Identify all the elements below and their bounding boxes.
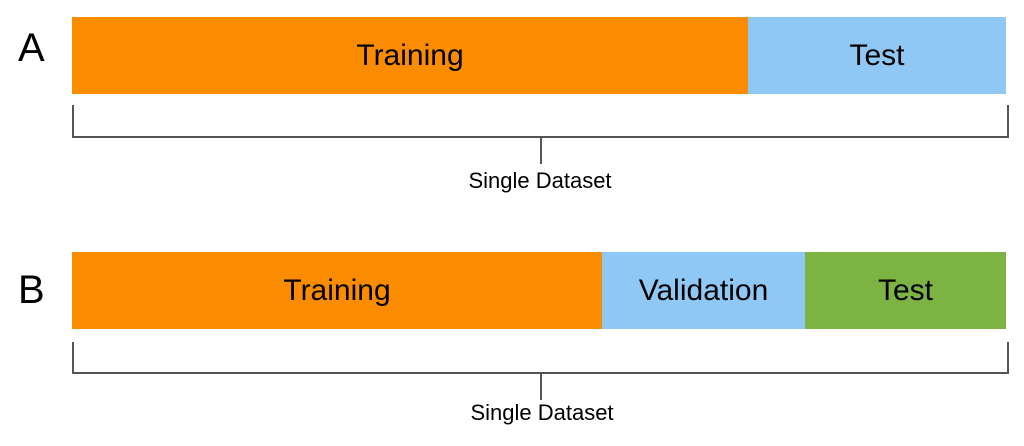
segment-validation: Validation xyxy=(602,252,805,329)
panel-b-label: B xyxy=(18,268,45,312)
panel-a-bracket xyxy=(72,105,1009,138)
segment-training: Training xyxy=(72,252,602,329)
panel-a-label: A xyxy=(18,26,45,70)
panel-a-bar: Training Test xyxy=(72,17,1006,94)
segment-test: Test xyxy=(748,17,1006,94)
panel-b-caption: Single Dataset xyxy=(470,400,614,425)
panel-b-bracket xyxy=(72,342,1009,374)
panel-a-caption: Single Dataset xyxy=(468,168,612,193)
segment-training: Training xyxy=(72,17,748,94)
panel-b-bracket-tick xyxy=(540,374,542,400)
panel-b-bar: Training Validation Test xyxy=(72,252,1006,329)
panel-a-bracket-tick xyxy=(540,138,542,164)
segment-test: Test xyxy=(805,252,1006,329)
